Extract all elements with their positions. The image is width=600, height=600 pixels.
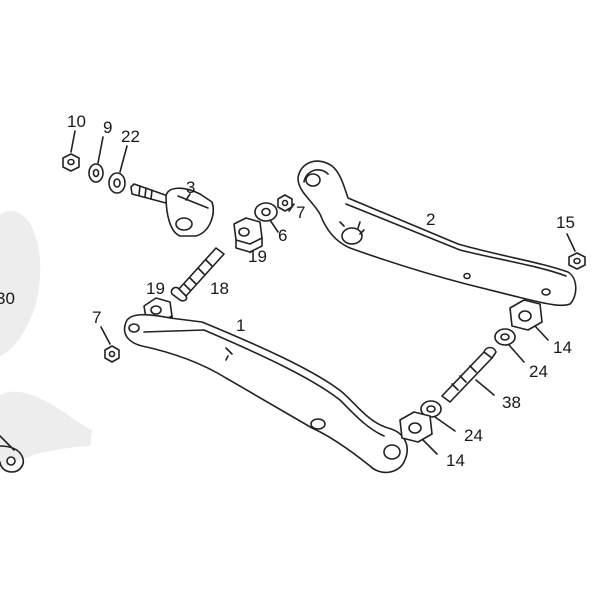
part-15-nut [566, 233, 586, 270]
part-14-nut-upper [509, 299, 549, 341]
part-3-pivot-pin [130, 183, 214, 237]
part-6-washer [254, 202, 279, 233]
callout-3: 3 [186, 178, 195, 197]
callout-15: 15 [556, 213, 575, 232]
callout-10: 10 [67, 112, 86, 131]
part-1-lift-arm [123, 313, 408, 474]
callout-22: 22 [121, 127, 140, 146]
callout-24-upper: 24 [529, 362, 548, 381]
callout-6: 6 [278, 226, 287, 245]
bleed-callout-30: 30 [0, 289, 15, 308]
part-24-washer-lower [420, 400, 456, 432]
callout-19-upper: 19 [248, 247, 267, 266]
part-19-nut-upper [233, 217, 263, 253]
part-10-nut [62, 130, 80, 172]
part-24-washer-upper [494, 328, 525, 363]
callout-19-lower: 19 [146, 279, 165, 298]
callout-14-upper: 14 [553, 338, 572, 357]
callout-9: 9 [103, 118, 112, 137]
callout-14-lower: 14 [446, 451, 465, 470]
part-18-stud [170, 247, 225, 302]
callout-7-lower: 7 [92, 308, 101, 327]
part-2-lift-arm [297, 160, 577, 307]
callout-38: 38 [502, 393, 521, 412]
callout-18: 18 [210, 279, 229, 298]
callout-2: 2 [426, 210, 435, 229]
part-38-stud [441, 346, 497, 403]
callout-7-upper: 7 [296, 203, 305, 222]
part-14-nut-lower [399, 411, 438, 455]
part-7-nut-lower [100, 326, 120, 363]
callout-1: 1 [236, 316, 245, 335]
part-9-washer [88, 136, 104, 183]
part-7-nut-upper [277, 194, 295, 212]
callout-24-lower: 24 [464, 426, 483, 445]
left-edge-bleed: 30 [0, 211, 92, 473]
part-22-washer [108, 145, 128, 194]
